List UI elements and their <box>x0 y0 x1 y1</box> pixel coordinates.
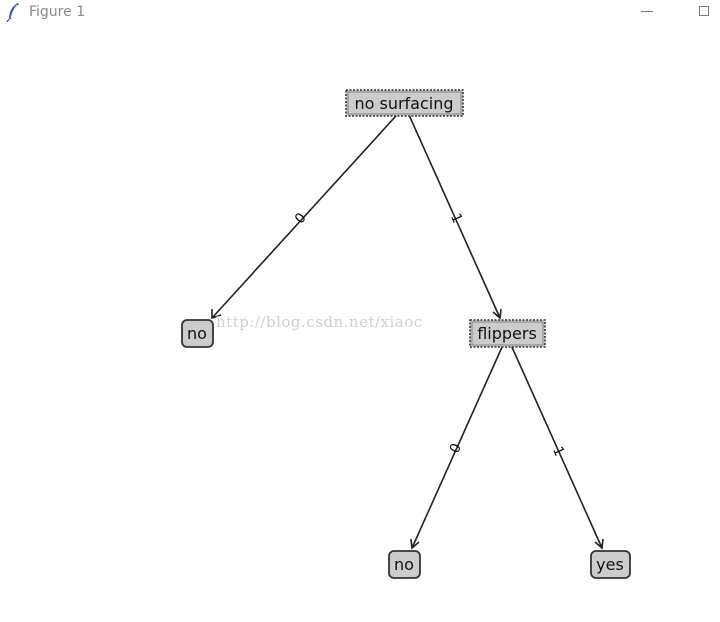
leaf-node-no-1-label: no <box>187 324 207 343</box>
title-bar: Figure 1 <box>0 0 720 26</box>
arrowhead-icon <box>211 309 222 320</box>
decision-node-flippers-label: flippers <box>477 324 537 343</box>
leaf-node-no-1: no <box>181 319 214 348</box>
leaf-node-yes: yes <box>590 550 631 579</box>
maximize-icon <box>699 6 709 16</box>
maximize-button[interactable] <box>690 0 720 24</box>
decision-node-flippers: flippers <box>469 319 546 348</box>
edge-flippers-to-leaf-yes <box>506 335 603 549</box>
decision-node-root: no surfacing <box>345 89 464 117</box>
arrowhead-icon <box>492 308 502 320</box>
leaf-node-yes-label: yes <box>596 555 624 574</box>
leaf-node-no-2: no <box>388 550 421 579</box>
minimize-button[interactable] <box>632 0 662 24</box>
edge-root-to-flippers <box>404 105 501 319</box>
window-title: Figure 1 <box>29 4 86 20</box>
minimize-icon <box>641 11 653 12</box>
leaf-node-no-2-label: no <box>394 555 414 574</box>
feather-icon <box>6 2 22 23</box>
arrowhead-icon <box>410 538 420 550</box>
decision-node-root-label: no surfacing <box>354 94 453 113</box>
edge-root-to-leaf-no-1 <box>211 105 406 319</box>
edge-label-flippers-left: 0 <box>447 441 465 456</box>
arrowhead-icon <box>594 538 604 550</box>
watermark-text: http://blog.csdn.net/xiaoc <box>216 313 423 331</box>
edge-label-flippers-right: 1 <box>549 444 567 459</box>
edge-label-root-right: 1 <box>447 211 465 226</box>
edge-flippers-to-leaf-no-2 <box>411 335 508 549</box>
